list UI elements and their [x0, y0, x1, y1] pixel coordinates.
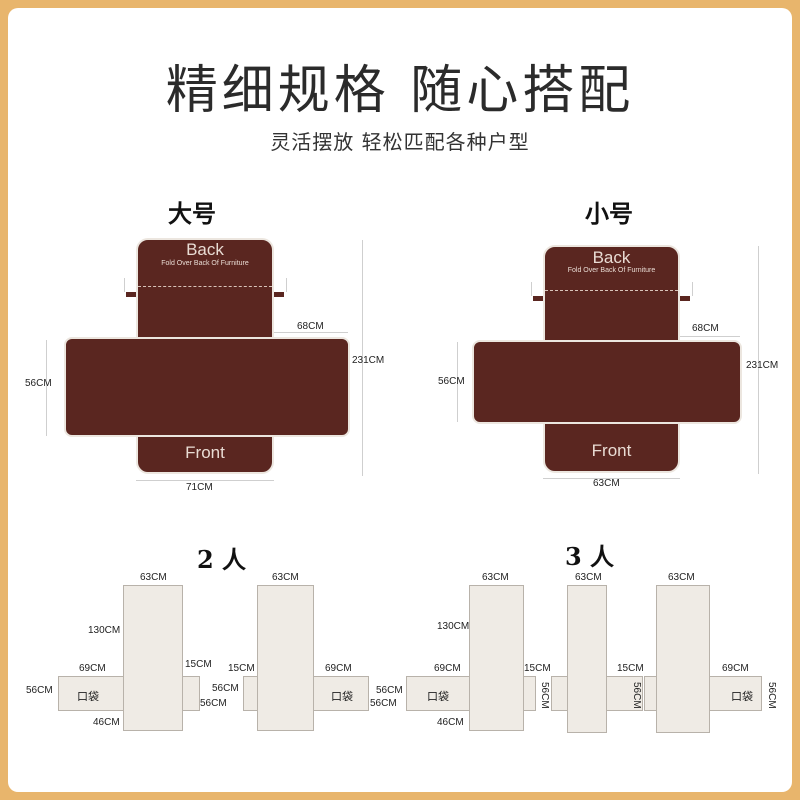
- two-b-gap-dim: 15CM: [228, 663, 255, 674]
- three-c-arm-dim: 69CM: [722, 663, 749, 674]
- three-b-side-dim: 56CM: [631, 682, 642, 709]
- large-width-dim: 71CM: [186, 482, 213, 493]
- small-height-dim: 231CM: [746, 360, 779, 371]
- small-back-label: Back: [592, 248, 631, 267]
- two-a-gap-dim: 15CM: [185, 659, 212, 670]
- two-a-right-dim: 56CM: [200, 698, 227, 709]
- three-a-height-dim: 130CM: [437, 621, 470, 632]
- three-c-top-dim: 63CM: [668, 572, 695, 583]
- three-b-top-dim: 63CM: [575, 572, 602, 583]
- small-right-strap: [678, 296, 690, 301]
- page-title: 精细规格 随心搭配: [165, 61, 635, 121]
- large-height-dim: 231CM: [352, 355, 385, 366]
- two-a-left-dim: 56CM: [26, 685, 53, 696]
- large-right-strap: [272, 292, 284, 297]
- two-b-left-dim: 56CM: [212, 683, 239, 694]
- three-a-arm-dim: 69CM: [434, 663, 461, 674]
- two-b-top-dim: 63CM: [272, 572, 299, 583]
- page-subtitle: 灵活摆放 轻松匹配各种户型: [270, 130, 530, 154]
- three-c-pocket-label: 口袋: [731, 690, 753, 703]
- two-b-pocket-label: 口袋: [331, 690, 353, 703]
- three-a-body-piece: [469, 585, 524, 731]
- two-b-body-piece: [257, 585, 314, 731]
- small-left-strap: [533, 296, 545, 301]
- three-a-pocket-label: 口袋: [427, 690, 449, 703]
- three-a-top-dim: 63CM: [482, 572, 509, 583]
- two-a-body-piece: [123, 585, 183, 731]
- two-seat-label: 2 人: [197, 545, 247, 574]
- three-a-bottom-dim: 46CM: [437, 717, 464, 728]
- small-side-dim: 56CM: [438, 376, 465, 387]
- two-a-height-dim: 130CM: [88, 625, 121, 636]
- small-back-sublabel: Fold Over Back Of Furniture: [567, 267, 656, 274]
- small-front-label: Front: [591, 441, 632, 460]
- two-a-arm-dim: 69CM: [79, 663, 106, 674]
- large-arm-dim: 68CM: [297, 321, 324, 332]
- large-front-label: Front: [185, 443, 225, 462]
- two-a-pocket-label: 口袋: [77, 690, 99, 703]
- large-left-strap: [126, 292, 138, 297]
- two-a-bottom-dim: 46CM: [93, 717, 120, 728]
- small-width-dim: 63CM: [593, 478, 620, 489]
- two-b-arm-dim: 69CM: [325, 663, 352, 674]
- two-b-left2-dim: 56CM: [370, 698, 397, 709]
- three-b-gap-dim: 15CM: [617, 663, 644, 674]
- small-size-label: 小号: [585, 199, 633, 228]
- three-a-gap-dim: 15CM: [524, 663, 551, 674]
- three-b-body-piece: [567, 585, 607, 733]
- large-back-sublabel: Fold Over Back Of Furniture: [161, 260, 249, 267]
- three-a-left-dim: 56CM: [376, 685, 403, 696]
- large-back-label: Back: [186, 240, 224, 259]
- three-c-body-piece: [656, 585, 710, 733]
- large-size-label: 大号: [168, 199, 216, 228]
- large-side-dim: 56CM: [25, 378, 52, 389]
- three-c-side-dim: 56CM: [766, 682, 777, 709]
- small-arm-dim: 68CM: [692, 323, 719, 334]
- two-a-top-dim: 63CM: [140, 572, 167, 583]
- three-seat-label: 3 人: [565, 542, 615, 571]
- three-a-side-dim: 56CM: [539, 682, 550, 709]
